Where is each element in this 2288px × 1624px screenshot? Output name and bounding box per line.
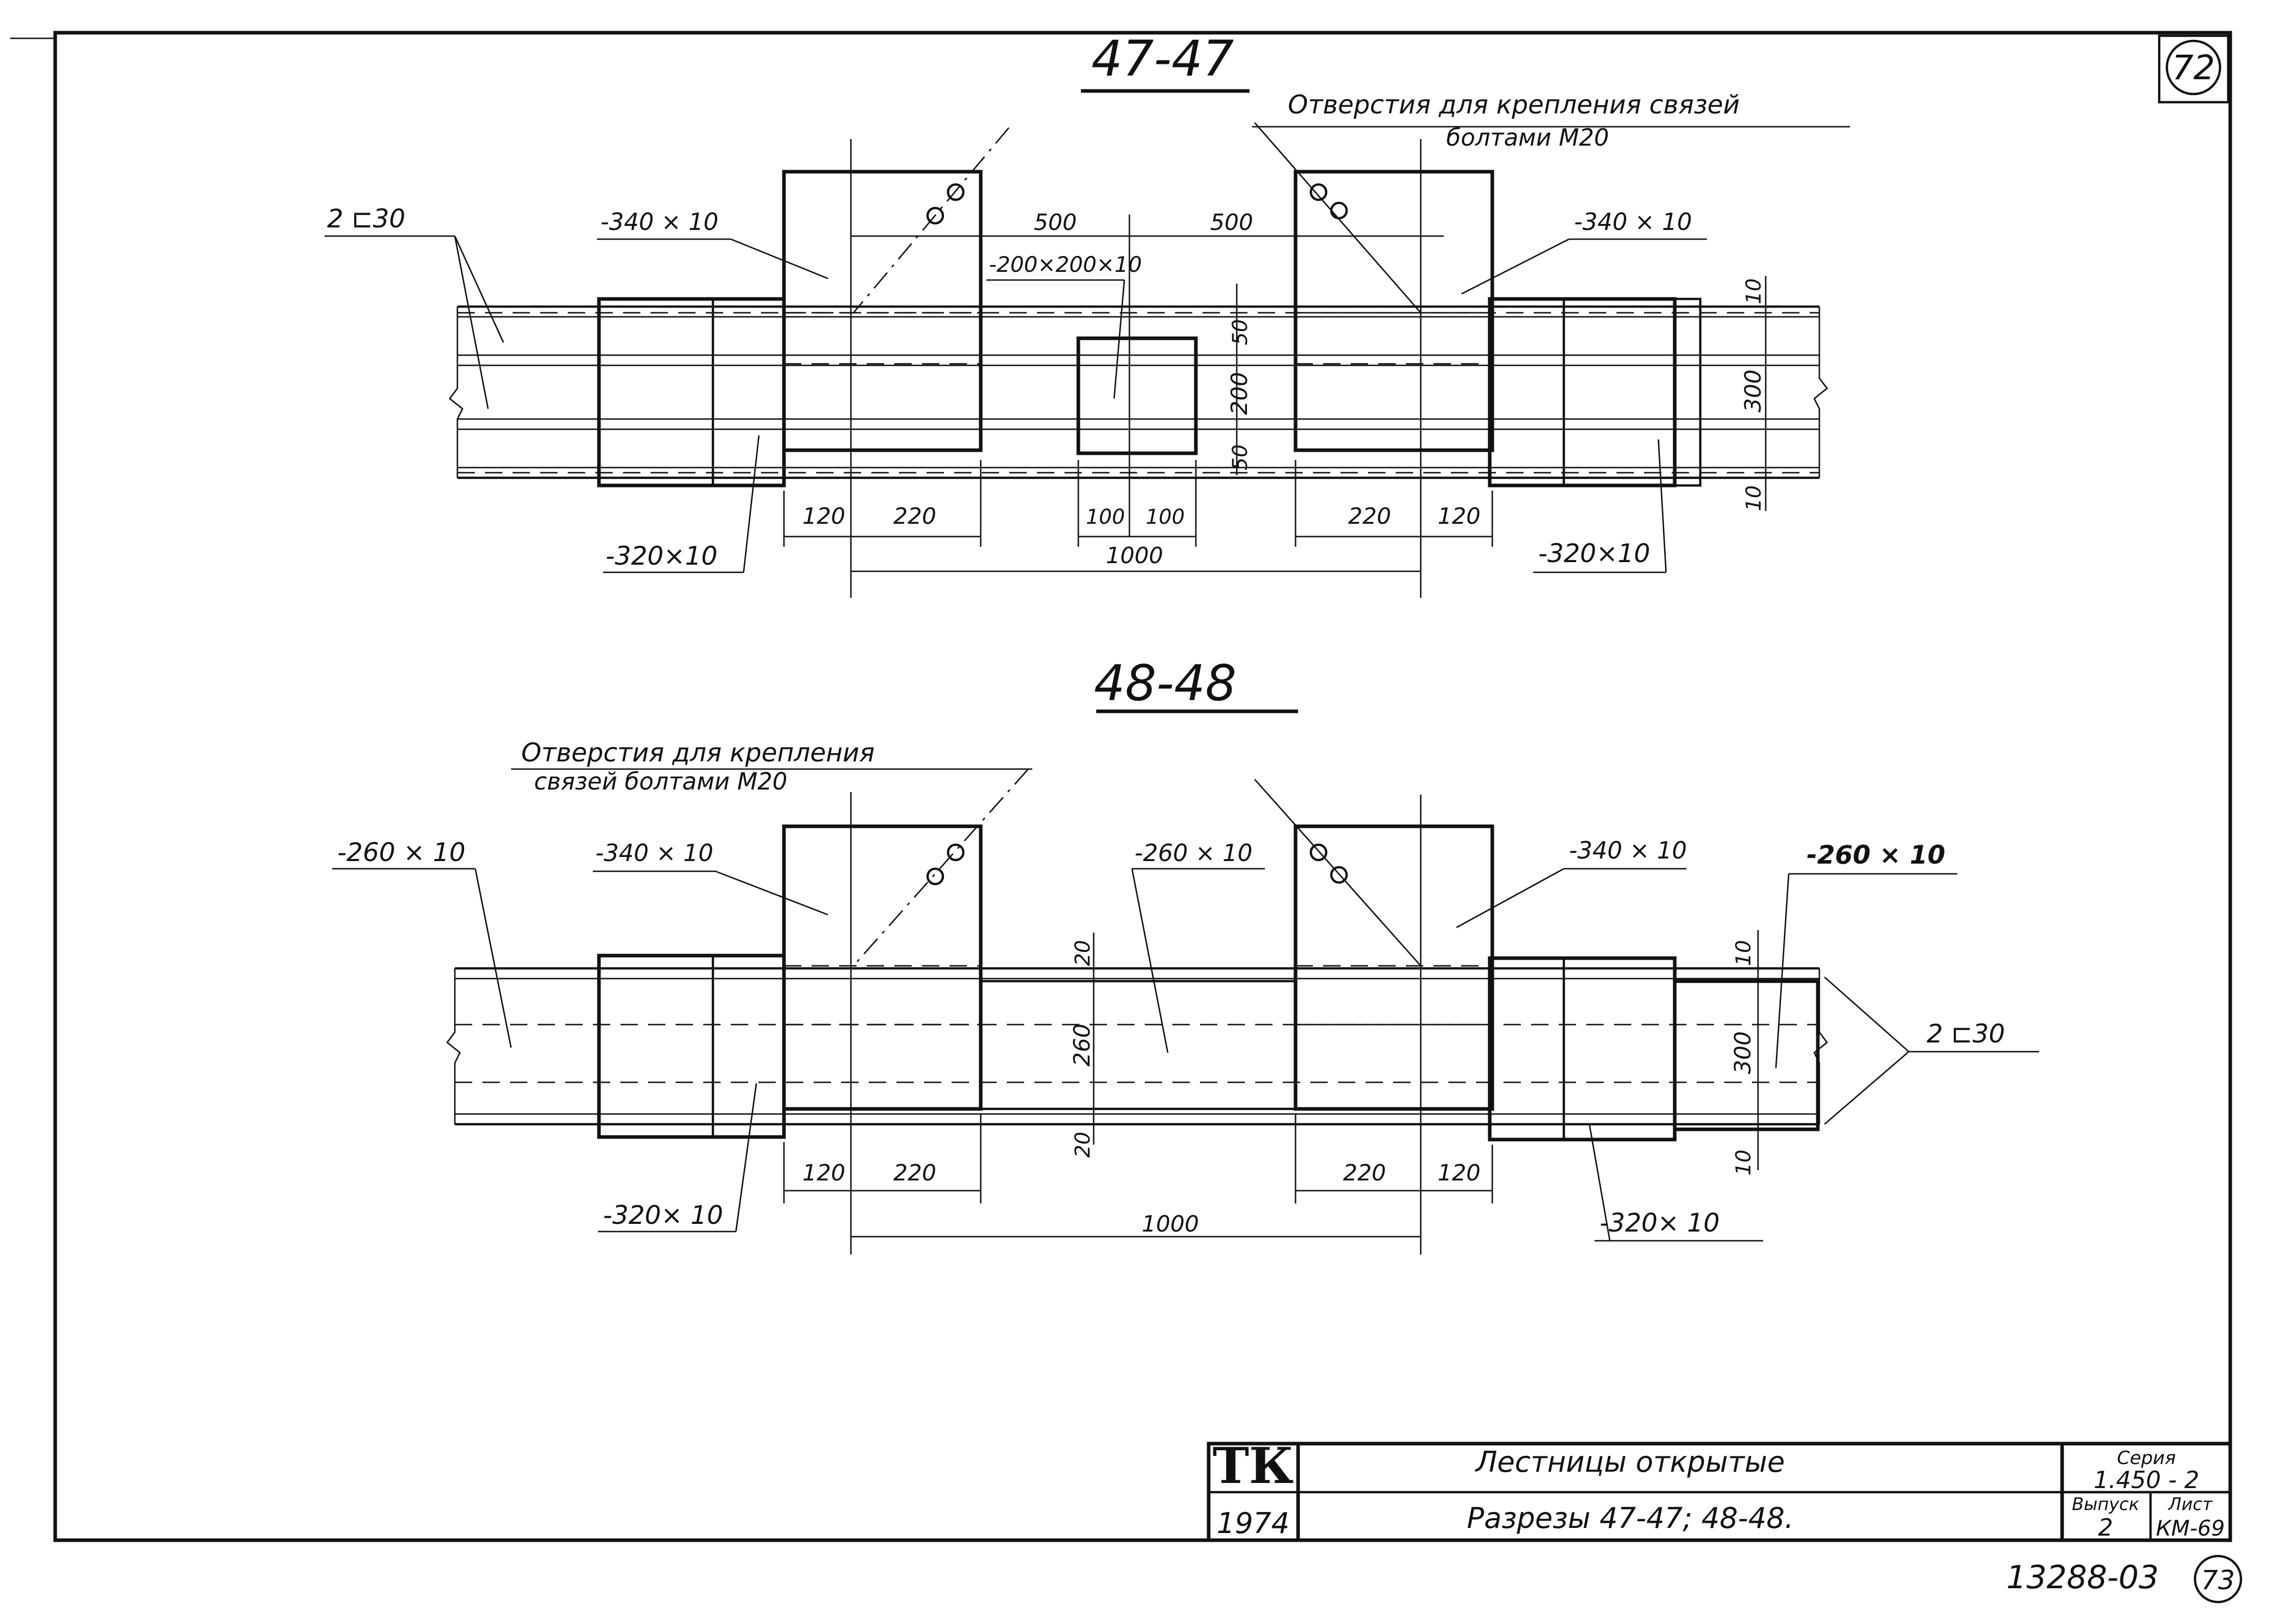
end-plate-48 bbox=[1673, 979, 1820, 1131]
dim-v260-48: 260 bbox=[1069, 1024, 1095, 1066]
section-48-note-line2: связей болтами М20 bbox=[534, 768, 788, 795]
right-gusset-plate-48 bbox=[1293, 824, 1494, 1111]
dim-c100b-47: 100 bbox=[1146, 505, 1185, 529]
doc-code: 13288-03 bbox=[2006, 1559, 2159, 1596]
label-plate-right-48: -340 × 10 bbox=[1569, 837, 1687, 864]
sheet-label: Лист bbox=[2167, 1494, 2213, 1515]
dim-v50a-47: 50 bbox=[1229, 319, 1252, 345]
label-bottom-left-48: -320× 10 bbox=[603, 1200, 723, 1230]
title-block: ТК 1974 Лестницы открытые Разрезы 47-47;… bbox=[1207, 1437, 2232, 1542]
issue-value: 2 bbox=[2098, 1514, 2113, 1541]
label-channel-48: 2 ⊏30 bbox=[1927, 1019, 2005, 1049]
label-plate-right-47: -340 × 10 bbox=[1574, 208, 1692, 236]
bolt-holes-47 bbox=[852, 122, 1422, 313]
label-right-plate-48: -260 × 10 bbox=[1807, 840, 1945, 870]
drawing-subtitle: Разрезы 47-47; 48-48. bbox=[1467, 1502, 1794, 1535]
label-bottom-left-47: -320×10 bbox=[606, 541, 718, 571]
dim-total-47: 1000 bbox=[1106, 543, 1163, 569]
dim-v10a-47: 10 bbox=[1742, 279, 1766, 305]
section-47-note-line1: Отверстия для крепления связей bbox=[1288, 90, 1740, 120]
left-gusset-plate bbox=[782, 170, 983, 452]
dim-right-220-48: 220 bbox=[1343, 1160, 1386, 1186]
section-47-note-line2: болтами М20 bbox=[1446, 124, 1609, 151]
section-title-47: 47-47 bbox=[1092, 30, 1234, 87]
dim-v10a-48: 10 bbox=[1732, 940, 1755, 966]
dim-v50b-47: 50 bbox=[1229, 445, 1252, 471]
dim-left-220-48: 220 bbox=[893, 1160, 936, 1186]
center-plate-48 bbox=[979, 980, 1297, 1110]
right-splice-plate-48 bbox=[1488, 956, 1677, 1142]
dim-right-220-47: 220 bbox=[1348, 503, 1391, 529]
label-left-plate-48: -260 × 10 bbox=[337, 838, 466, 867]
label-bottom-right-47: -320×10 bbox=[1538, 539, 1650, 568]
dim-v10b-48: 10 bbox=[1732, 1150, 1755, 1176]
dim-v200-47: 200 bbox=[1227, 372, 1253, 415]
left-splice-plate-48 bbox=[597, 954, 786, 1139]
dim-v10b-47: 10 bbox=[1742, 485, 1766, 512]
dim-v300-47: 300 bbox=[1740, 369, 1766, 412]
channel-beams bbox=[449, 305, 1828, 479]
sheet-frame bbox=[10, 31, 2232, 1542]
bolt-holes-48 bbox=[852, 769, 1422, 966]
dim-c100a-47: 100 bbox=[1086, 505, 1125, 529]
series-label: Серия bbox=[2117, 1448, 2176, 1469]
label-center-plate-48: -260 × 10 bbox=[1135, 839, 1253, 867]
sheet-number: 72 bbox=[2172, 48, 2215, 87]
sheet-number-badge: 72 bbox=[2158, 34, 2230, 104]
dim-top-right: 500 bbox=[1210, 210, 1253, 236]
dim-top-left: 500 bbox=[1034, 210, 1077, 236]
beams-48 bbox=[446, 967, 1828, 1126]
label-plate-left-47: -340 × 10 bbox=[600, 208, 719, 236]
dim-v20b-48: 20 bbox=[1071, 1132, 1095, 1158]
right-splice-plate bbox=[1488, 297, 1677, 488]
section-48-note-line1: Отверстия для крепления bbox=[521, 738, 874, 768]
sheet-value: КМ-69 bbox=[2156, 1516, 2225, 1541]
dim-right-120-47: 120 bbox=[1438, 503, 1481, 529]
section-title-48: 48-48 bbox=[1094, 655, 1237, 712]
org-mark: ТК bbox=[1213, 1437, 1294, 1495]
right-gusset-plate bbox=[1293, 170, 1494, 452]
dim-v300-48: 300 bbox=[1730, 1031, 1756, 1074]
label-channel-47: 2 ⊏30 bbox=[327, 204, 405, 234]
next-sheet-badge: 73 bbox=[2193, 1555, 2243, 1604]
dim-v20a-48: 20 bbox=[1071, 940, 1095, 966]
left-gusset-plate-48 bbox=[782, 824, 983, 1111]
year: 1974 bbox=[1217, 1507, 1290, 1540]
issue-label: Выпуск bbox=[2072, 1494, 2139, 1515]
label-bottom-right-48: -320× 10 bbox=[1600, 1208, 1720, 1238]
section-48-48: 48-48 Отверстия для крепления связей бол… bbox=[332, 655, 2039, 1255]
dim-left-120-48: 120 bbox=[802, 1160, 845, 1186]
series-value: 1.450 - 2 bbox=[2094, 1466, 2200, 1494]
dim-left-120-47: 120 bbox=[802, 503, 845, 529]
center-plate bbox=[1076, 336, 1198, 455]
next-sheet-number: 73 bbox=[2201, 1565, 2235, 1596]
drawing-name: Лестницы открытые bbox=[1475, 1446, 1785, 1479]
dim-left-220-47: 220 bbox=[893, 503, 936, 529]
dim-right-120-48: 120 bbox=[1438, 1160, 1481, 1186]
section-47-47: 47-47 Отверстия для крепления связей бол… bbox=[325, 30, 1850, 598]
label-center-plate-47: -200×200×10 bbox=[989, 252, 1142, 277]
dim-total-48: 1000 bbox=[1142, 1211, 1199, 1237]
label-plate-left-48: -340 × 10 bbox=[595, 839, 713, 867]
